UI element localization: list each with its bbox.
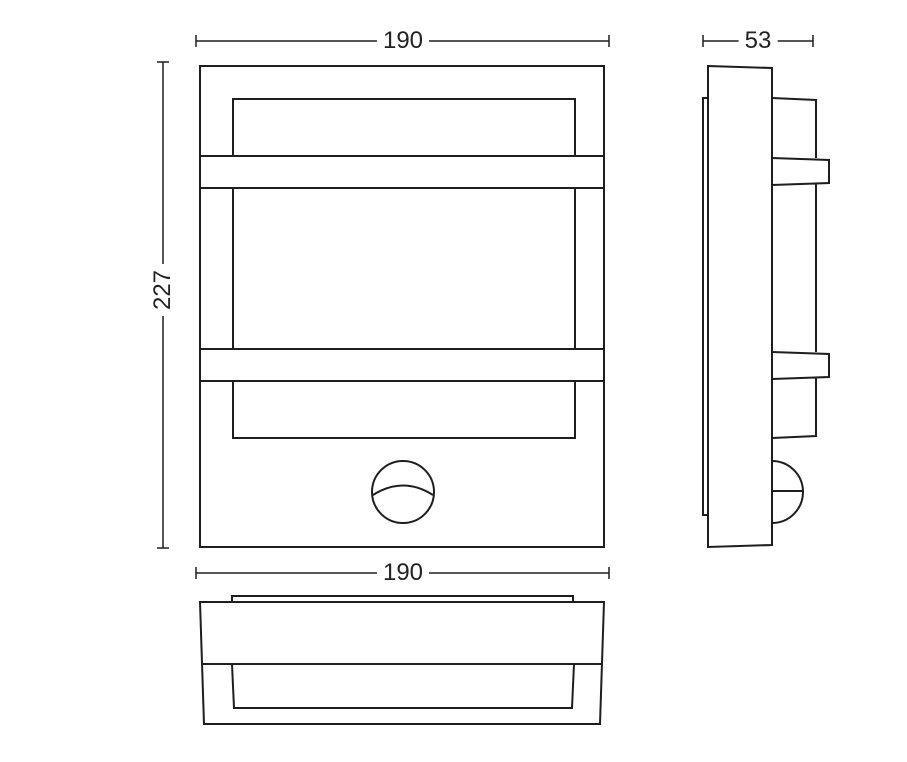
bottom-view [198, 595, 606, 725]
side-profile [771, 97, 830, 439]
front-window [232, 98, 576, 439]
front-bar-top [199, 155, 605, 189]
side-depth-label: 53 [738, 28, 778, 54]
bottom-outline [198, 601, 606, 725]
front-bar-bottom [199, 348, 605, 382]
bottom-inner [231, 663, 575, 709]
front-view [199, 65, 605, 548]
sensor-arc [372, 484, 434, 496]
front-width-label: 190 [376, 28, 430, 54]
bottom-width-label: 190 [376, 560, 430, 586]
side-body [707, 64, 773, 549]
front-housing [199, 65, 605, 548]
motion-sensor-icon [371, 460, 435, 524]
dimension-lines [157, 35, 814, 579]
side-view [702, 64, 830, 549]
height-label: 227 [149, 263, 176, 317]
side-sensor [771, 460, 804, 524]
